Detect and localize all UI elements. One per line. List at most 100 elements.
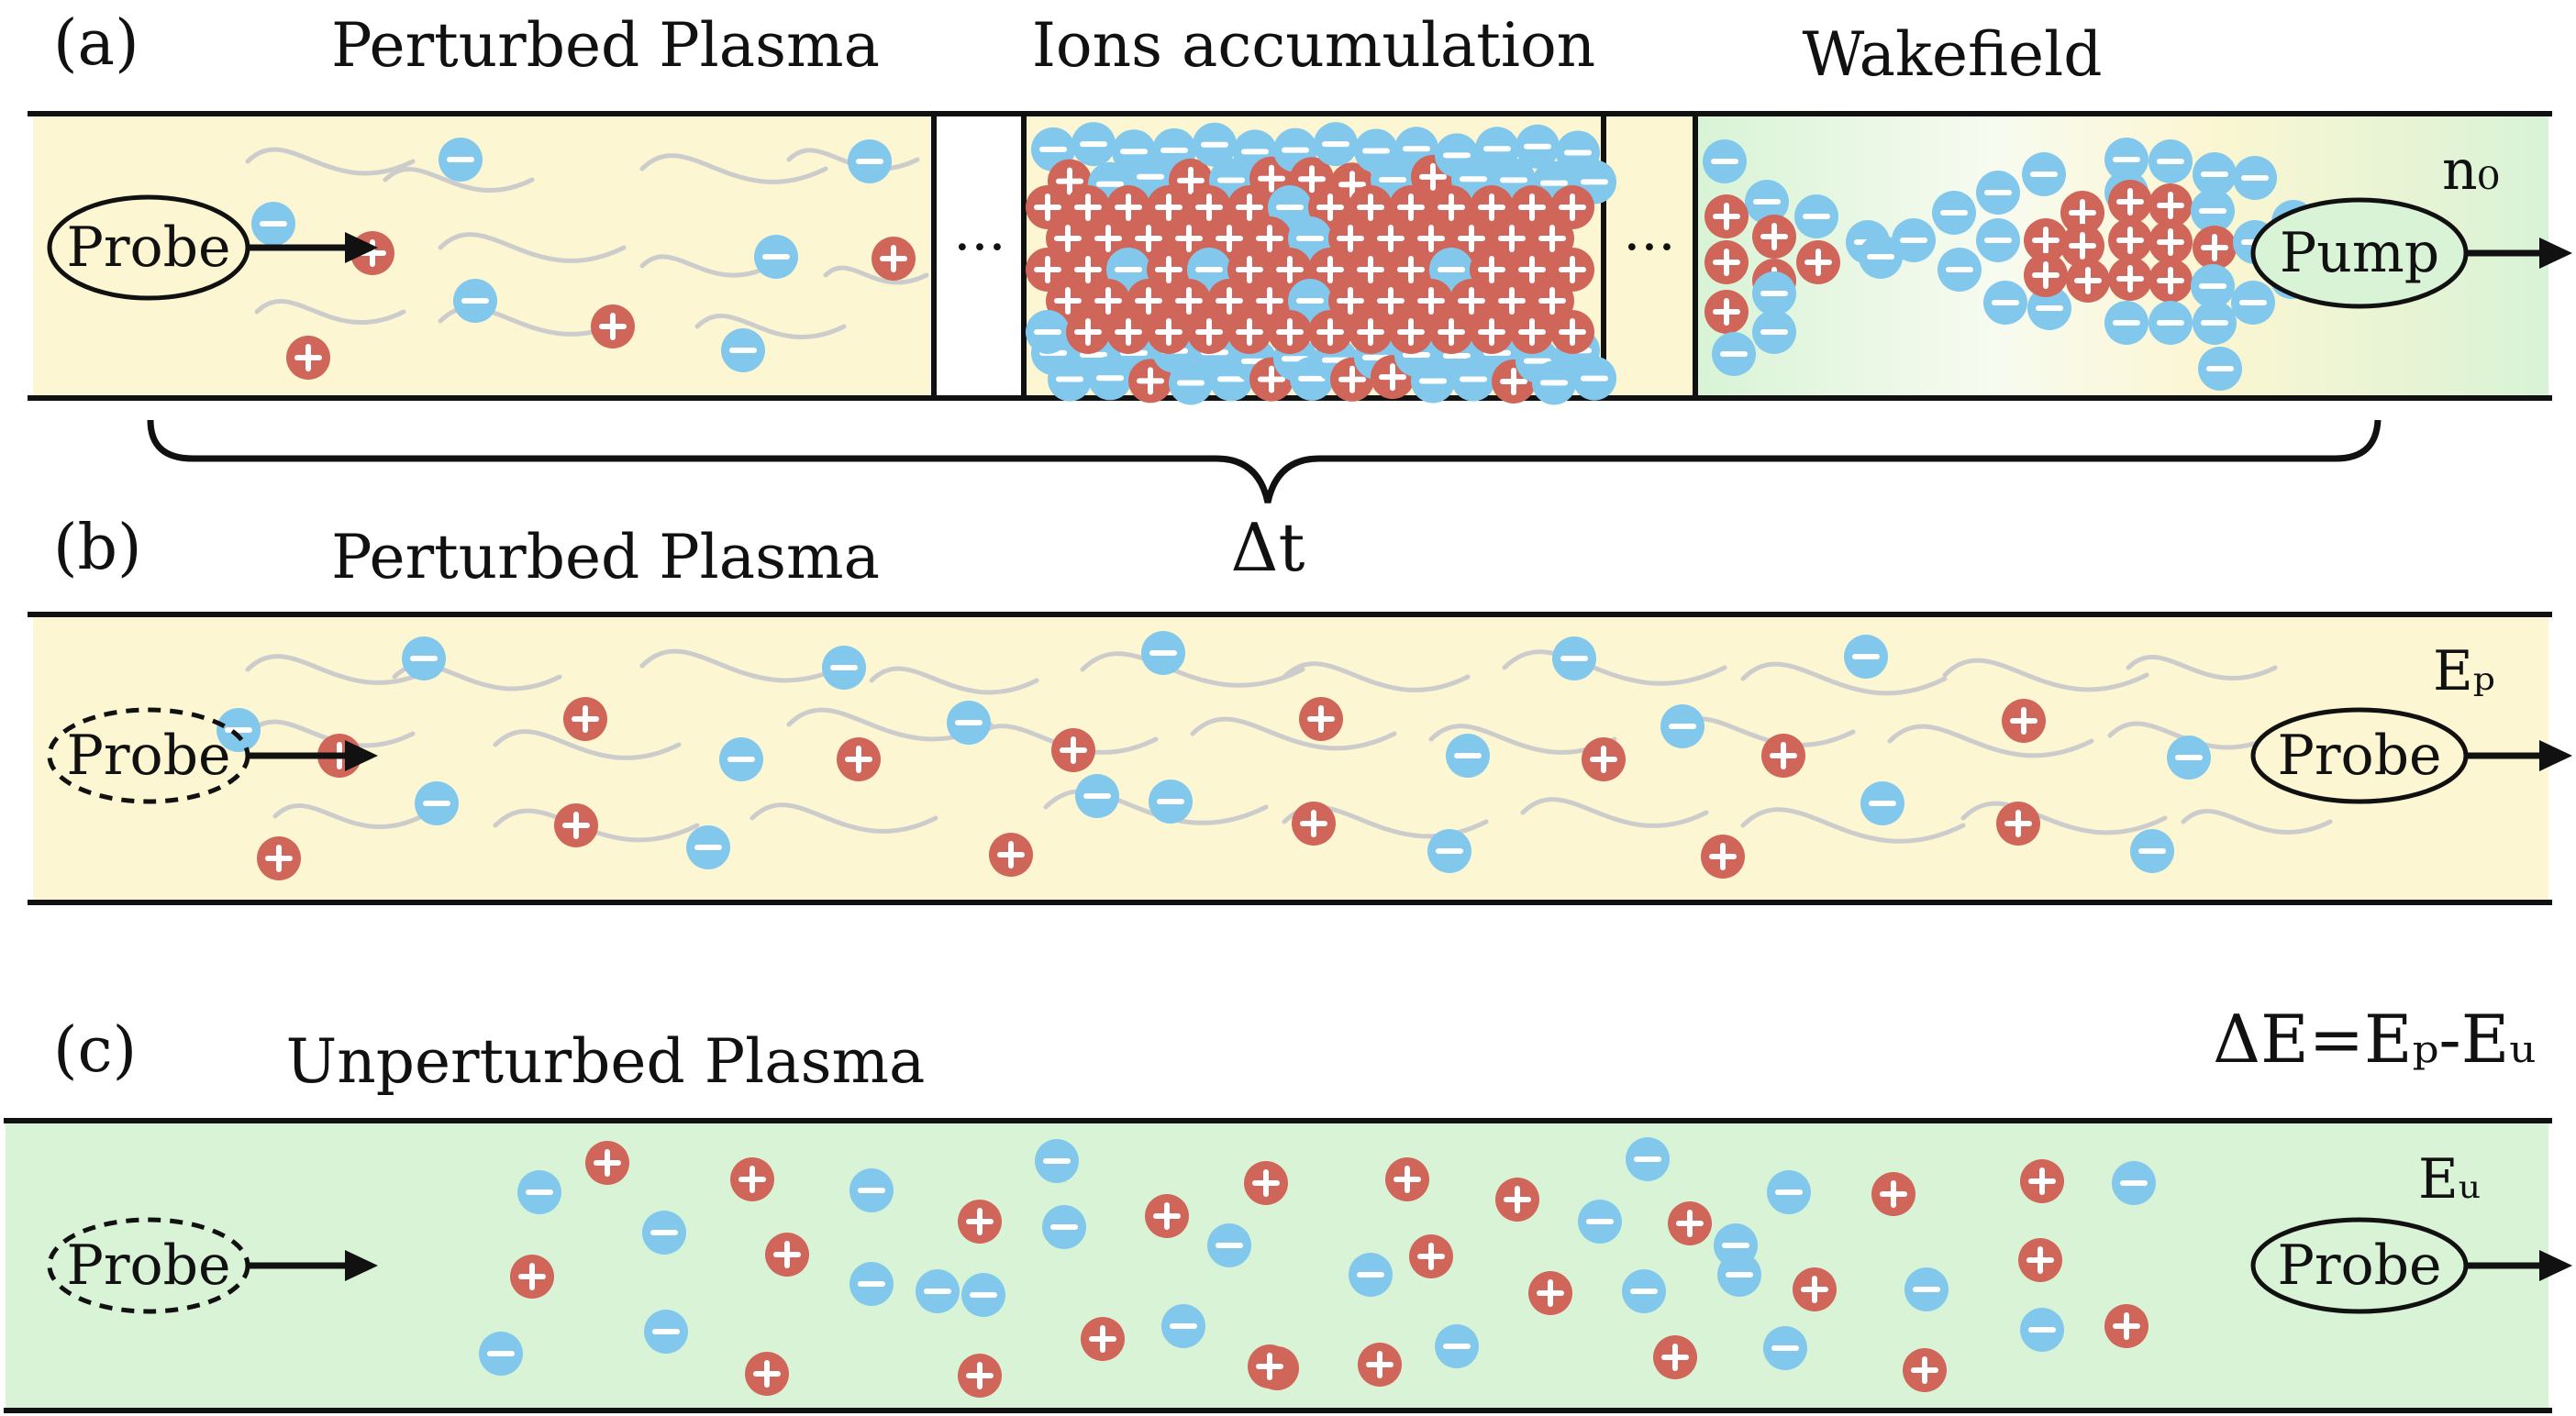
ion-icon bbox=[2020, 1159, 2064, 1203]
panel-a-gap-bg bbox=[1604, 114, 1695, 398]
electron-icon bbox=[2233, 156, 2277, 200]
electron-icon bbox=[2167, 736, 2211, 780]
electron-icon bbox=[1572, 356, 1616, 401]
electron-icon bbox=[1207, 1223, 1251, 1267]
perturbation-wave bbox=[1942, 658, 2149, 692]
perturbation-wave bbox=[786, 148, 920, 171]
electron-icon bbox=[2104, 301, 2149, 345]
ion-icon bbox=[1207, 216, 1251, 260]
electron-icon bbox=[1717, 1253, 1761, 1297]
electron-icon bbox=[1552, 636, 1596, 680]
ion-icon bbox=[1470, 185, 1514, 229]
ion-icon bbox=[1510, 185, 1554, 229]
electron-icon bbox=[1844, 635, 1888, 679]
electron-icon bbox=[2231, 281, 2275, 325]
electron-icon bbox=[1767, 1170, 1811, 1214]
ion-icon bbox=[1550, 248, 1594, 292]
electron-icon bbox=[754, 235, 798, 279]
ion-icon bbox=[1127, 216, 1171, 260]
electron-icon bbox=[1042, 1205, 1086, 1249]
electron-icon bbox=[1071, 122, 1116, 167]
ion-icon bbox=[1227, 310, 1271, 354]
ion-icon bbox=[1026, 185, 1070, 229]
ion-icon bbox=[1167, 279, 1211, 323]
ion-icon bbox=[1349, 310, 1393, 354]
electron-icon bbox=[1106, 248, 1150, 292]
perturbation-wave bbox=[245, 719, 416, 748]
electron-icon bbox=[822, 646, 866, 690]
ion-icon bbox=[1490, 279, 1534, 323]
electron-icon bbox=[251, 202, 295, 246]
panel-b-bg bbox=[33, 614, 2548, 902]
electron-icon bbox=[2022, 152, 2066, 196]
perturbation-wave bbox=[438, 232, 627, 263]
ion-icon bbox=[2149, 220, 2193, 264]
panel-a-ellipsis-2: ··· bbox=[1623, 216, 1675, 280]
perturbation-wave bbox=[272, 803, 425, 829]
ion-icon bbox=[1704, 240, 1749, 284]
ion-icon bbox=[1227, 185, 1271, 229]
panel-a-section-3-title: Wakefield bbox=[1803, 19, 2103, 90]
ion-icon bbox=[1449, 216, 1493, 260]
perturbation-wave bbox=[639, 648, 847, 683]
perturbation-wave bbox=[245, 147, 416, 176]
ion-icon bbox=[1268, 310, 1312, 354]
electron-icon bbox=[947, 701, 991, 745]
perturbation-wave bbox=[383, 167, 535, 193]
electron-icon bbox=[1892, 218, 1936, 262]
electron-icon bbox=[686, 825, 730, 869]
panel-b: (b) Perturbed Plasma Eₚ Probe Probe bbox=[28, 512, 2572, 905]
electron-icon bbox=[2130, 829, 2174, 873]
ion-icon bbox=[1106, 185, 1150, 229]
perturbation-wave bbox=[1520, 797, 1709, 828]
ion-icon bbox=[1248, 279, 1292, 323]
ion-icon bbox=[1409, 216, 1453, 260]
ion-icon bbox=[1268, 248, 1312, 292]
ion-icon bbox=[1409, 279, 1453, 323]
ion-icon bbox=[2002, 699, 2046, 743]
electron-icon bbox=[1622, 1269, 1666, 1313]
ion-icon bbox=[1227, 248, 1271, 292]
ion-icon bbox=[554, 803, 598, 847]
ion-icon bbox=[2060, 191, 2104, 235]
probe-a: Probe bbox=[47, 194, 378, 301]
ion-icon bbox=[1308, 185, 1352, 229]
ion-icon bbox=[765, 1233, 809, 1277]
pump-arrow-icon bbox=[2466, 238, 2572, 269]
electron-icon bbox=[439, 138, 483, 182]
electron-icon bbox=[1904, 1267, 1949, 1311]
pump: Pump bbox=[2250, 197, 2572, 309]
ion-icon bbox=[1187, 185, 1231, 229]
electron-icon bbox=[517, 1170, 561, 1214]
ion-icon bbox=[1389, 185, 1433, 229]
ion-icon bbox=[1207, 279, 1251, 323]
electron-icon bbox=[2020, 1308, 2064, 1352]
ion-icon bbox=[1668, 1201, 1712, 1245]
ion-icon bbox=[1086, 279, 1130, 323]
ion-icon bbox=[1409, 1234, 1453, 1278]
ion-icon bbox=[1793, 1267, 1837, 1311]
ion-icon bbox=[1066, 185, 1110, 229]
ion-icon bbox=[2108, 218, 2152, 262]
ion-icon bbox=[1796, 240, 1840, 284]
ion-icon bbox=[1429, 310, 1473, 354]
electron-icon bbox=[1859, 235, 1903, 279]
perturbation-wave bbox=[2126, 655, 2278, 680]
ion-icon bbox=[2149, 183, 2193, 227]
electron-icon bbox=[1026, 310, 1070, 354]
ion-icon bbox=[1582, 737, 1626, 781]
electron-icon bbox=[1745, 180, 1789, 224]
perturbation-wave bbox=[823, 265, 929, 285]
panel-c-title: Unperturbed Plasma bbox=[286, 1026, 926, 1097]
ion-icon bbox=[1389, 310, 1433, 354]
ion-icon bbox=[872, 237, 916, 281]
ion-icon bbox=[2193, 226, 2237, 270]
ion-icon bbox=[563, 697, 607, 741]
ion-icon bbox=[1385, 1157, 1429, 1201]
ion-icon bbox=[1550, 310, 1594, 354]
electron-icon bbox=[1288, 279, 1332, 323]
ion-icon bbox=[1701, 835, 1745, 879]
pump-label: Pump bbox=[2280, 221, 2439, 285]
electron-icon bbox=[1149, 780, 1193, 824]
